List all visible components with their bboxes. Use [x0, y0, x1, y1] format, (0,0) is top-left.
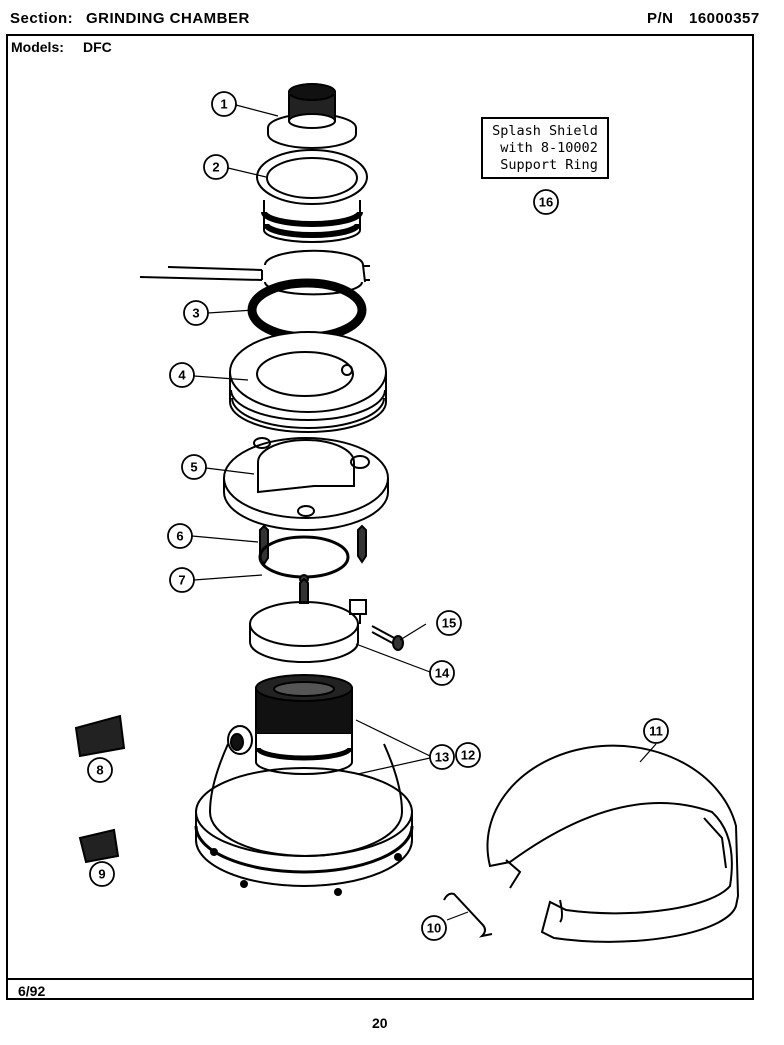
diagram-frame: [6, 34, 754, 1000]
models-label: Models:: [11, 39, 64, 55]
part-spring-clip: [443, 892, 493, 938]
part-ring-band: [486, 744, 740, 943]
part-gasket: [247, 278, 367, 342]
pn-number: 16000357: [689, 10, 760, 27]
part-snap-ring: [258, 535, 350, 579]
pn-label: P/N: [647, 10, 674, 27]
note-line: with 8-10002: [492, 140, 598, 156]
part-stopper: [267, 83, 357, 149]
revision-date: 6/92: [18, 983, 46, 999]
note-line: Splash Shield: [492, 123, 598, 139]
part-screw-right: [357, 524, 367, 564]
section-label: Section:: [10, 10, 74, 27]
models-value: DFC: [83, 39, 112, 55]
section-title: GRINDING CHAMBER: [86, 10, 250, 27]
page-number: 20: [372, 1015, 388, 1031]
part-stopper-8: [74, 714, 126, 758]
part-grinder-housing: [194, 674, 414, 896]
part-clamp: [249, 577, 367, 663]
footer-divider: [6, 978, 754, 980]
splash-shield-note: Splash Shield with 8-10002 Support Ring: [481, 117, 609, 179]
note-line: Support Ring: [492, 157, 598, 173]
part-plug-9: [78, 828, 120, 864]
part-bolt: [371, 625, 404, 651]
part-sink-flange: [256, 149, 368, 243]
part-backup-flange: [223, 437, 389, 531]
part-mounting-ring: [229, 331, 387, 433]
part-sink-section: [139, 249, 370, 296]
